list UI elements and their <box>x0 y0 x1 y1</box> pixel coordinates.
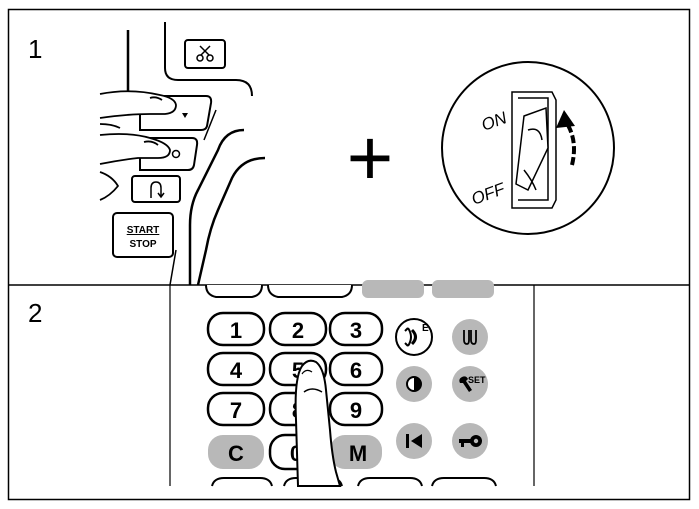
reverse-button[interactable] <box>131 175 181 203</box>
twin-needle-key[interactable] <box>452 319 488 355</box>
key-9[interactable]: 9 <box>328 391 384 427</box>
rocker-switch[interactable] <box>515 106 549 192</box>
arrow-up-icon <box>556 110 576 166</box>
key-6-label: 6 <box>350 358 362 383</box>
restart-key[interactable] <box>396 423 432 459</box>
key-6[interactable]: 6 <box>328 351 384 387</box>
hand-fingers <box>99 90 177 201</box>
key-3[interactable]: 3 <box>328 311 384 347</box>
start-stop-button[interactable] <box>112 212 174 258</box>
figure-border <box>7 8 691 501</box>
lock-key[interactable] <box>452 423 488 459</box>
set-label: SET <box>468 375 486 385</box>
clear-key-label: C <box>228 441 244 466</box>
mirror-key[interactable] <box>396 366 432 402</box>
pressing-finger <box>294 359 342 487</box>
key-lock-icon <box>459 435 482 447</box>
restart-icon <box>406 434 422 448</box>
key-2[interactable]: 2 <box>268 311 328 347</box>
key-4[interactable]: 4 <box>206 351 266 387</box>
step-1-number: 1 <box>28 34 42 64</box>
step-2-number: 2 <box>28 298 42 328</box>
machine-button-panel: START STOP + <box>99 22 394 286</box>
set-key[interactable]: SET <box>452 366 488 402</box>
clear-key[interactable]: C <box>208 435 264 469</box>
memory-key-label: M <box>349 441 367 466</box>
key-9-label: 9 <box>350 398 362 423</box>
key-1-label: 1 <box>230 318 242 343</box>
thread-cutter-button[interactable] <box>184 39 226 69</box>
top-partial-keys <box>205 280 494 298</box>
scissors-icon <box>196 45 214 62</box>
memory-key[interactable]: M <box>330 435 382 469</box>
key-2-label: 2 <box>292 318 304 343</box>
elongation-icon <box>404 327 412 347</box>
twin-needle-icon <box>463 330 477 345</box>
start-stop-label-top: START <box>127 225 160 236</box>
key-4-label: 4 <box>230 358 243 383</box>
plus-sign: + <box>347 113 394 202</box>
key-1[interactable]: 1 <box>206 311 266 347</box>
key-7[interactable]: 7 <box>206 391 266 427</box>
elongation-label: E <box>422 323 429 334</box>
start-stop-label-bottom: STOP <box>129 239 156 250</box>
elongation-key[interactable]: E <box>395 318 433 356</box>
reverse-icon <box>150 181 165 199</box>
wrench-icon <box>459 376 472 392</box>
keypad-panel: 1 2 3 4 5 6 7 8 <box>169 280 535 487</box>
arrow-down-icon <box>182 113 188 118</box>
bottom-partial-keys <box>211 477 497 487</box>
power-switch[interactable]: ON OFF <box>441 61 615 235</box>
key-3-label: 3 <box>350 318 362 343</box>
dot-circle-icon <box>171 149 181 159</box>
key-7-label: 7 <box>230 398 242 423</box>
